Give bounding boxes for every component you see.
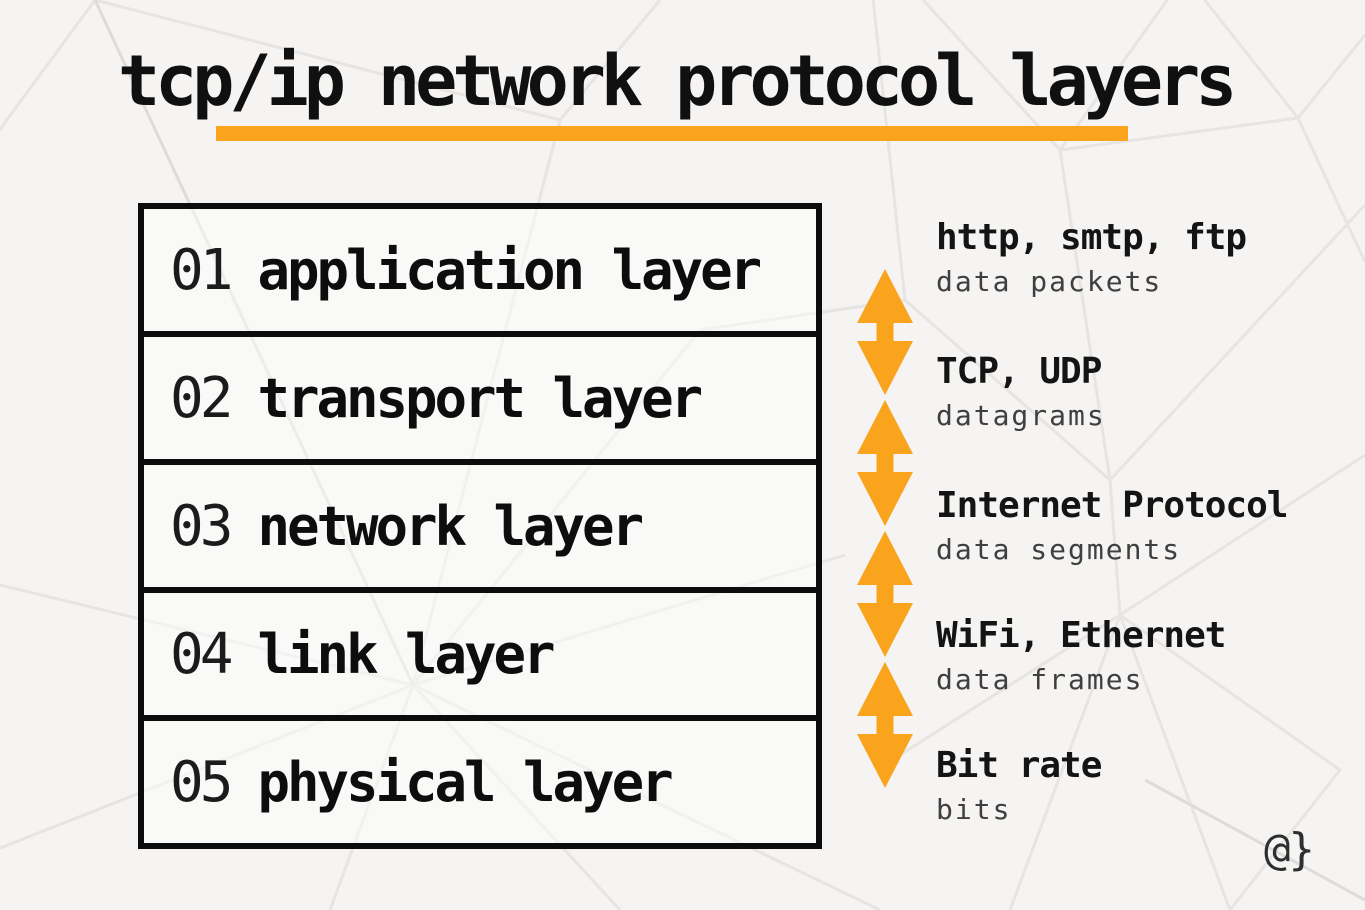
layer-name: application layer [257,238,762,302]
annotation-network: Internet Protocol data segments [936,484,1288,567]
annotation-data-unit: datagrams [936,399,1106,433]
layer-number: 03 [170,493,233,559]
annotation-data-unit: bits [936,793,1012,827]
annotation-application: http, smtp, ftp data packets [936,216,1247,299]
annotation-protocols: WiFi, Ethernet [936,615,1226,656]
layer-row-application: 01 application layer [144,209,816,331]
bidirectional-arrow-icon [857,400,913,526]
layer-name: physical layer [257,750,673,814]
layer-name: transport layer [257,366,703,430]
annotation-data-unit: data segments [936,533,1182,567]
annotation-link: WiFi, Ethernet data frames [936,614,1226,697]
layer-name: link layer [257,622,555,686]
annotation-data-unit: data frames [936,663,1144,697]
annotation-data-unit: data packets [936,265,1163,299]
annotation-transport: TCP, UDP datagrams [936,350,1106,433]
layer-name: network layer [257,494,644,558]
watermark-logo: @} [1264,824,1315,875]
title-underline-bar [216,126,1128,141]
layer-number: 05 [170,749,233,815]
annotation-protocols: http, smtp, ftp [936,217,1247,258]
layer-row-physical: 05 physical layer [144,715,816,843]
layer-row-network: 03 network layer [144,459,816,587]
bidirectional-arrow-icon [857,269,913,395]
layer-number: 04 [170,621,233,687]
protocol-layer-stack: 01 application layer 02 transport layer … [138,203,822,849]
layer-row-transport: 02 transport layer [144,331,816,459]
layer-number: 02 [170,365,233,431]
layer-number: 01 [170,237,233,303]
annotation-protocols: Internet Protocol [936,485,1288,526]
annotation-protocols: Bit rate [936,745,1102,786]
bidirectional-arrow-icon [857,531,913,657]
page-title: tcp/ip network protocol layers [118,40,1237,122]
annotation-protocols: TCP, UDP [936,351,1102,392]
bidirectional-arrow-icon [857,662,913,788]
layer-row-link: 04 link layer [144,587,816,715]
annotation-physical: Bit rate bits [936,744,1102,827]
